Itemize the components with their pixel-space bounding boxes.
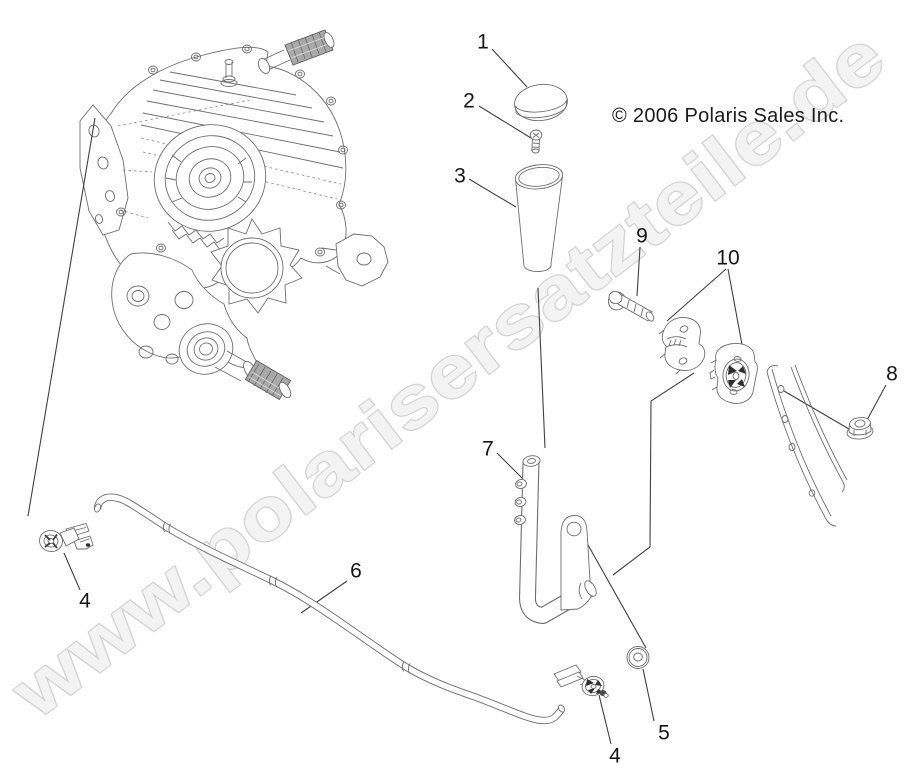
part-knob-screw — [529, 129, 543, 154]
part-washer — [626, 646, 650, 669]
case-right-bracket — [335, 233, 389, 287]
bell-housing — [153, 124, 267, 232]
part-shift-lever — [514, 455, 597, 624]
callout-2-knob-screw: 2 — [463, 89, 475, 113]
callout-8-flange-nut: 8 — [886, 362, 898, 386]
part-hex-bolt — [607, 290, 655, 322]
part-clamp-half-b — [709, 343, 758, 404]
callout-9-hex-bolt: 9 — [636, 224, 648, 248]
case-details — [116, 44, 348, 257]
callout-6-shift-rod: 6 — [350, 559, 362, 583]
part-clamp-half-a — [658, 317, 706, 375]
case-ribs — [140, 71, 344, 169]
copyright-notice: © 2006 Polaris Sales Inc. — [612, 105, 845, 127]
part-flange-nut — [846, 416, 874, 440]
callout-3-shift-boot-cone: 3 — [454, 164, 466, 188]
callout-1-shift-knob-cap: 1 — [477, 30, 489, 54]
part-rod-clip-lower — [553, 664, 609, 698]
callout-7-shift-lever: 7 — [482, 437, 494, 461]
leader-lines — [27, 48, 887, 745]
transmission-illustration — [79, 29, 389, 401]
callout-4-rod-clip-left: 4 — [79, 589, 91, 613]
part-rod-clip-left — [39, 522, 94, 552]
gate-bracket — [766, 364, 848, 527]
part-shift-boot-cone — [514, 164, 564, 273]
callout-5-washer: 5 — [658, 721, 670, 745]
part-shift-rod — [93, 493, 566, 725]
star-cover — [210, 218, 303, 314]
part-shift-knob-cap — [514, 83, 568, 122]
callout-4-rod-clip-lower: 4 — [609, 744, 621, 768]
callout-10-clamp-halves: 10 — [716, 246, 740, 270]
output-shaft — [178, 323, 292, 401]
input-shaft — [257, 29, 335, 75]
